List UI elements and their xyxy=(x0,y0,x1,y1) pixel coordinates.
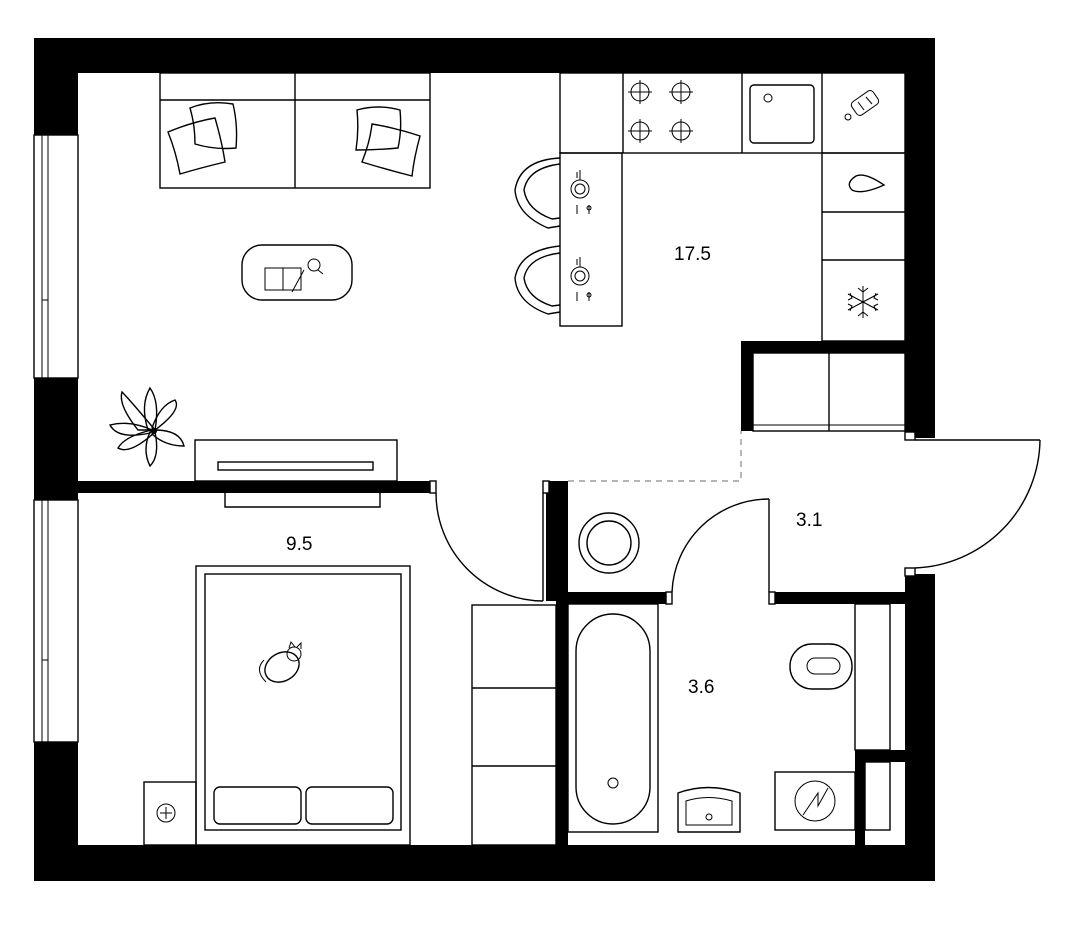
walls xyxy=(34,38,935,881)
kitchen-counter xyxy=(559,72,906,342)
area-label-living-kitchen: 17.5 xyxy=(674,244,711,265)
window-lower xyxy=(33,499,79,743)
bar-stool-icon xyxy=(514,157,561,229)
area-label-bathroom: 3.6 xyxy=(688,677,714,698)
cat-icon xyxy=(259,640,302,683)
pillow-icon xyxy=(355,106,421,177)
sofa-icon xyxy=(159,72,431,189)
coffee-table-icon xyxy=(241,244,353,301)
niche-box xyxy=(864,761,891,831)
plant-icon xyxy=(108,386,185,468)
plate-icon xyxy=(570,257,592,301)
nightstand-icon xyxy=(143,781,197,846)
bed-icon xyxy=(195,565,411,846)
wall-caps xyxy=(429,431,916,605)
bar-stool-icon xyxy=(514,245,561,315)
bathtub-icon xyxy=(567,603,659,833)
sink-icon xyxy=(749,84,815,144)
entrance-door xyxy=(914,439,1041,569)
toilet-icon xyxy=(789,603,891,751)
area-label-bedroom: 9.5 xyxy=(286,534,312,555)
heater-icon xyxy=(774,771,856,831)
wardrobe-icon xyxy=(752,352,906,432)
window-upper xyxy=(33,134,79,379)
pillow-icon xyxy=(167,101,238,175)
hallway-boundary xyxy=(568,431,742,482)
area-label-hallway: 3.1 xyxy=(796,510,822,531)
drop-icon xyxy=(848,174,886,193)
tv-stand-icon xyxy=(194,439,398,508)
cutting-board-icon xyxy=(844,90,880,121)
stove-icon xyxy=(628,80,693,143)
bathroom-door xyxy=(671,498,770,593)
bar-counter xyxy=(559,152,623,327)
washbasin-icon xyxy=(677,786,741,833)
snowflake-icon xyxy=(847,286,879,318)
bedside-wardrobe xyxy=(471,604,557,846)
washing-machine-icon xyxy=(578,512,640,574)
plate-icon xyxy=(570,170,592,214)
bedroom-door xyxy=(435,492,544,602)
